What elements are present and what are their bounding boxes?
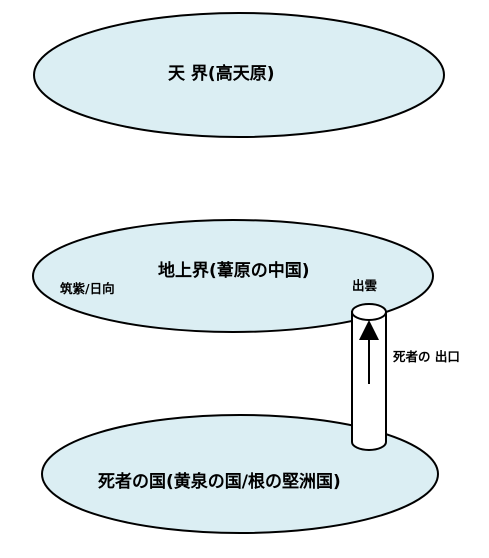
- place-izumo-label: 出雲: [352, 278, 378, 293]
- passage-label: 死者の 出口: [393, 349, 460, 364]
- underworld-label: 死者の国(黄泉の国/根の堅洲国): [98, 472, 341, 492]
- earth-ellipse: [32, 219, 434, 333]
- underworld-ellipse: [41, 414, 439, 534]
- earth-label: 地上界(葦原の中国): [158, 261, 310, 281]
- place-tsukushi-hyuga-label: 筑紫/日向: [60, 281, 115, 296]
- passage-cylinder: [351, 303, 387, 451]
- heaven-label: 天 界(高天原): [168, 64, 275, 84]
- heaven-ellipse: [33, 12, 445, 138]
- passage-cylinder-top: [351, 303, 387, 321]
